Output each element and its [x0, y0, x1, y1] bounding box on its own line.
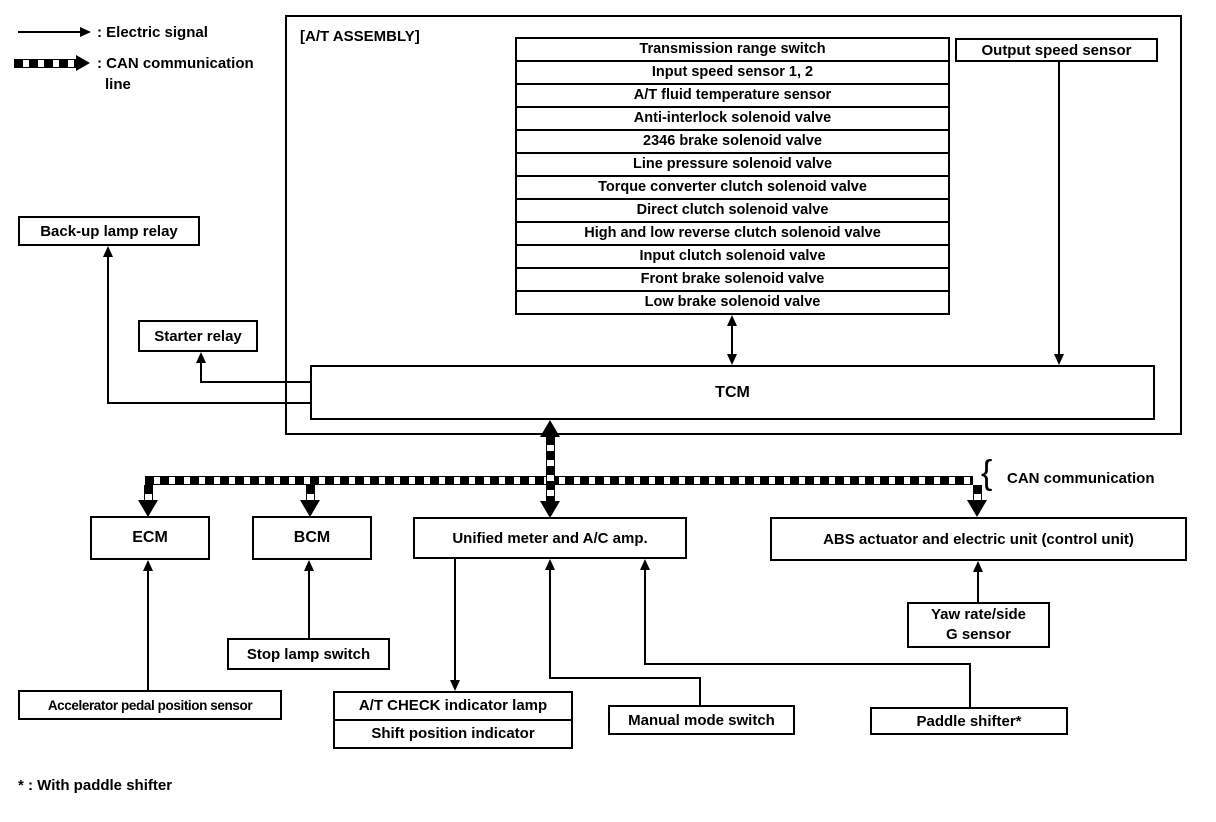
arrow-into-backup-relay-icon [103, 246, 113, 257]
manual-mode-line-v2 [699, 677, 701, 705]
can-abs-stem [973, 485, 982, 501]
component-row: 2346 brake solenoid valve [517, 129, 948, 152]
unified-meter-box: Unified meter and A/C amp. [413, 517, 687, 559]
at-component-list: Transmission range switch Input speed se… [515, 37, 950, 315]
arrow-into-list-icon [727, 315, 737, 326]
legend-can-label-line2: line [105, 76, 131, 93]
component-row: Anti-interlock solenoid valve [517, 106, 948, 129]
can-bus-line [145, 476, 973, 485]
stop-lamp-switch-box: Stop lamp switch [227, 638, 390, 670]
can-bcm-stem [306, 485, 315, 501]
arrow-into-starter-relay-icon [196, 352, 206, 363]
at-check-lamp-row: A/T CHECK indicator lamp [358, 697, 548, 714]
arrow-into-ecm-icon [143, 560, 153, 571]
arrow-into-tcm-icon [727, 354, 737, 365]
yaw-sensor-label-line2: G sensor [945, 626, 1012, 643]
can-arrow-into-bcm-icon [300, 500, 320, 517]
paddle-shifter-box: Paddle shifter* [870, 707, 1068, 735]
legend-electric-label: : Electric signal [97, 24, 208, 41]
stop-lamp-line [308, 570, 310, 638]
can-arrow-into-unified-meter-icon [540, 501, 560, 518]
output-speed-sensor-box: Output speed sensor [955, 38, 1158, 62]
component-row: Input clutch solenoid valve [517, 244, 948, 267]
starter-relay-line-v [200, 361, 202, 383]
arrow-into-bcm-icon [304, 560, 314, 571]
arrow-into-at-check-icon [450, 680, 460, 691]
legend-can-label-line1: : CAN communication [97, 55, 254, 72]
component-row: High and low reverse clutch solenoid val… [517, 221, 948, 244]
starter-relay-box: Starter relay [138, 320, 258, 352]
accelerator-pedal-sensor-box: Accelerator pedal position sensor [18, 690, 282, 720]
arrow-into-unified-meter-icon [640, 559, 650, 570]
can-communication-label: CAN communication [1007, 470, 1155, 487]
output-speed-sensor-line [1058, 62, 1060, 354]
starter-relay-line-h [200, 381, 310, 383]
yaw-sensor-box: Yaw rate/side G sensor [907, 602, 1050, 648]
can-ecm-stem [144, 485, 153, 501]
paddle-line-v2 [969, 663, 971, 707]
yaw-sensor-line [977, 571, 979, 602]
footnote: * : With paddle shifter [18, 777, 173, 794]
at-assembly-title: [A/T ASSEMBLY] [300, 28, 420, 45]
arrow-into-abs-icon [973, 561, 983, 572]
backup-relay-line-v [107, 256, 109, 404]
manual-mode-line-h [549, 677, 701, 679]
component-row: Input speed sensor 1, 2 [517, 60, 948, 83]
legend-can-line [14, 59, 76, 68]
tcm-box: TCM [310, 365, 1155, 420]
legend-electric-line [18, 31, 80, 33]
accel-sensor-line [147, 570, 149, 690]
backup-lamp-relay-box: Back-up lamp relay [18, 216, 200, 246]
component-row: Torque converter clutch solenoid valve [517, 175, 948, 198]
list-tcm-line [731, 325, 733, 355]
component-row: A/T fluid temperature sensor [517, 83, 948, 106]
component-row: Direct clutch solenoid valve [517, 198, 948, 221]
arrow-into-unified-meter-icon [545, 559, 555, 570]
component-row: Low brake solenoid valve [517, 290, 948, 313]
indicator-stack-box: A/T CHECK indicator lamp Shift position … [333, 691, 573, 749]
can-arrow-into-ecm-icon [138, 500, 158, 517]
paddle-line-h [644, 663, 971, 665]
can-tcm-stem [546, 436, 555, 502]
abs-unit-box: ABS actuator and electric unit (control … [770, 517, 1187, 561]
can-arrow-into-abs-icon [967, 500, 987, 517]
bcm-box: BCM [252, 516, 372, 560]
component-row: Line pressure solenoid valve [517, 152, 948, 175]
legend-electric-arrow-icon [80, 27, 91, 37]
yaw-sensor-label-line1: Yaw rate/side [930, 606, 1027, 623]
component-row: Front brake solenoid valve [517, 267, 948, 290]
at-check-line [454, 559, 456, 681]
can-arrow-into-tcm-icon [540, 420, 560, 437]
legend-can-arrow-icon [76, 55, 90, 71]
ecm-box: ECM [90, 516, 210, 560]
manual-mode-line-v1 [549, 569, 551, 679]
backup-relay-line-h [107, 402, 310, 404]
component-row: Transmission range switch [639, 41, 826, 57]
arrow-into-tcm-icon [1054, 354, 1064, 365]
can-brace-icon: { [981, 454, 993, 492]
manual-mode-switch-box: Manual mode switch [608, 705, 795, 735]
paddle-line-v1 [644, 569, 646, 665]
shift-position-row: Shift position indicator [335, 719, 571, 747]
